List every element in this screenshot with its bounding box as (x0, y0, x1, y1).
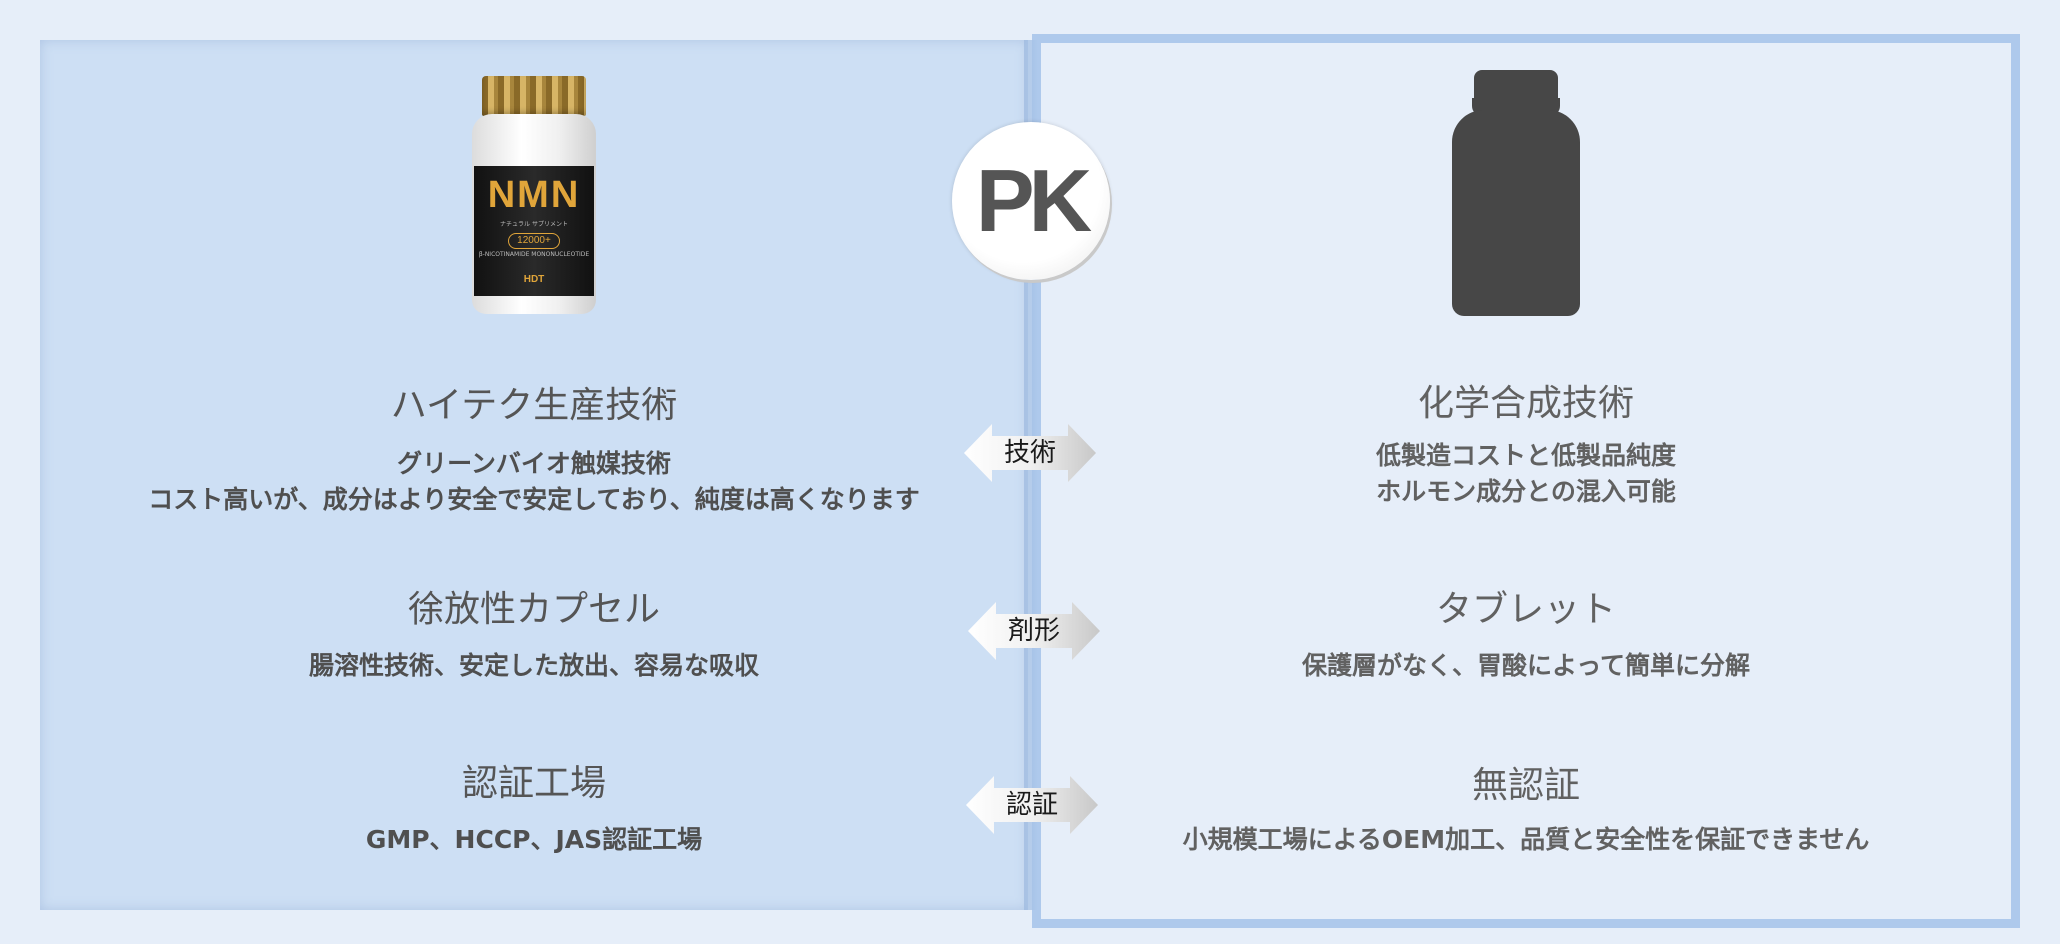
row-3-left: 認証工場 (40, 754, 1028, 806)
row-2-left-title: 徐放性カプセル (407, 589, 660, 630)
double-arrow-icon (968, 602, 1100, 660)
row-1-right-line-2: ホルモン成分との混入可能 (1376, 477, 1676, 506)
nmn-bottle-image: NMN ナチュラル サプリメント 12000+ β-NICOTINAMIDE M… (472, 76, 596, 316)
row-1-right: 化学合成技術 (1032, 374, 2020, 426)
bottle-sub: ナチュラル サプリメント (500, 221, 568, 228)
row-1-right-title: 化学合成技術 (1417, 383, 1634, 424)
row-3-right: 無認証 (1032, 756, 2020, 808)
arrow-label-technology: 技術 (1003, 438, 1056, 468)
bottle-brand: NMN (487, 174, 581, 216)
arrow-technology: 技術 (964, 424, 1096, 482)
row-2-left-desc: 腸溶性技術、安定した放出、容易な吸収 (40, 648, 1028, 684)
row-2-right-desc: 保護層がなく、胃酸によって簡単に分解 (1032, 648, 2020, 684)
pk-badge-text: PK (975, 151, 1092, 250)
arrow-dosage-form: 剤形 (968, 602, 1100, 660)
row-1-right-desc: 低製造コストと低製品純度 ホルモン成分との混入可能 (1032, 438, 2020, 510)
generic-bottle-silhouette-icon (1452, 70, 1580, 318)
row-2-right: タブレット (1032, 580, 2020, 632)
bottle-ingredient: β-NICOTINAMIDE MONONUCLEOTIDE (478, 251, 590, 258)
row-1-right-line-1: 低製造コストと低製品純度 (1375, 441, 1676, 470)
row-3-left-title: 認証工場 (461, 763, 606, 804)
row-1-left-desc: グリーンバイオ触媒技術 コスト高いが、成分はより安全で安定しており、純度は高くな… (40, 446, 1028, 518)
row-2-right-title: タブレット (1435, 589, 1616, 630)
row-3-left-line-1: GMP、HCCP、JAS認証工場 (365, 825, 703, 854)
row-3-right-desc: 小規模工場によるOEM加工、品質と安全性を保証できません (1032, 822, 2020, 858)
bottle-label: NMN ナチュラル サプリメント 12000+ β-NICOTINAMIDE M… (474, 166, 594, 296)
row-3-right-title: 無認証 (1471, 765, 1580, 806)
row-2-left: 徐放性カプセル (40, 580, 1028, 632)
row-2-right-line-1: 保護層がなく、胃酸によって簡単に分解 (1301, 651, 1750, 680)
bottle-maker: HDT (523, 274, 545, 285)
arrow-label-certification: 認証 (1005, 790, 1058, 820)
arrow-label-dosage-form: 剤形 (1007, 616, 1060, 646)
bottle-amount: 12000+ (508, 233, 560, 249)
row-1-left-title: ハイテク生産技術 (390, 385, 678, 426)
row-1-left-line-2: コスト高いが、成分はより安全で安定しており、純度は高くなります (148, 485, 920, 514)
double-arrow-icon (964, 424, 1096, 482)
row-1-left-line-1: グリーンバイオ触媒技術 (397, 449, 671, 478)
double-arrow-icon (966, 776, 1098, 834)
bottle-cap (482, 76, 586, 116)
row-2-left-line-1: 腸溶性技術、安定した放出、容易な吸収 (308, 651, 759, 680)
row-1-left: ハイテク生産技術 (40, 376, 1028, 428)
pk-badge: PK (952, 122, 1110, 280)
row-3-right-line-1: 小規模工場によるOEM加工、品質と安全性を保証できません (1182, 825, 1870, 854)
arrow-certification: 認証 (966, 776, 1098, 834)
row-3-left-desc: GMP、HCCP、JAS認証工場 (40, 822, 1028, 858)
